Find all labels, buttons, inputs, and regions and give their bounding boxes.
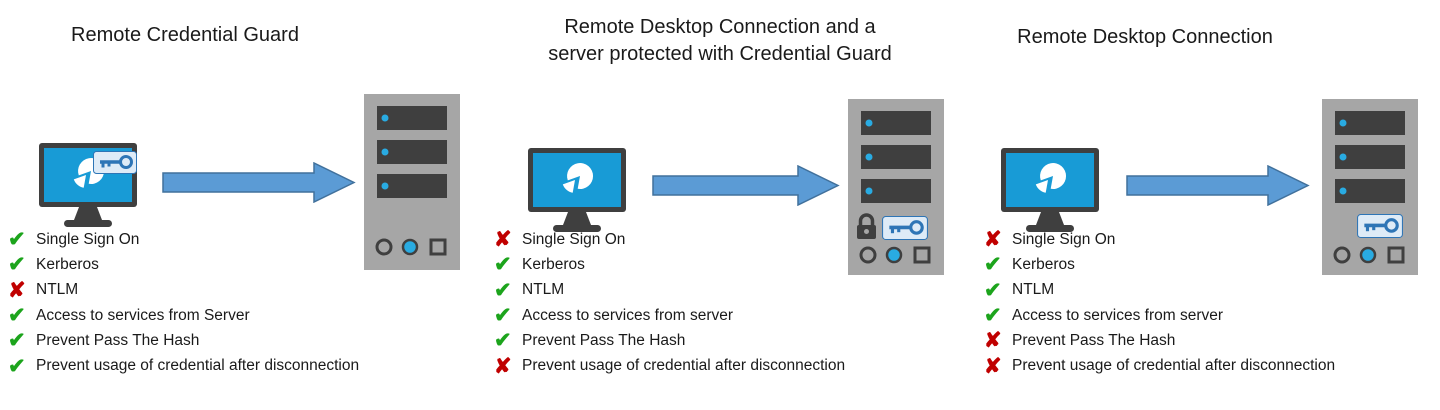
checklist-item-label: Kerberos: [36, 255, 99, 273]
status-icon: ✔: [8, 253, 26, 277]
status-icon: ✔: [494, 278, 512, 302]
checklist-item-label: Prevent usage of credential after discon…: [1012, 357, 1336, 375]
checklist-item: ✘ Single Sign On: [984, 227, 1335, 252]
checklist-item-label: Single Sign On: [522, 230, 626, 248]
checklist-item: ✘ Prevent usage of credential after disc…: [494, 353, 845, 378]
checklist-item: ✘ Prevent usage of credential after disc…: [984, 353, 1335, 378]
checklist-item-label: NTLM: [1012, 281, 1055, 299]
key-icon: [1357, 214, 1403, 238]
checklist-item-label: NTLM: [522, 281, 565, 299]
checklist-item-label: Access to services from Server: [36, 306, 250, 324]
checklist-item-label: Access to services from server: [522, 306, 734, 324]
status-icon: ✔: [494, 304, 512, 328]
server-icon: [364, 94, 460, 270]
status-icon: ✘: [494, 354, 512, 378]
checklist-item: ✘ Single Sign On: [494, 227, 845, 252]
panel-title-line: server protected with Credential Guard: [548, 43, 892, 65]
checklist-item-label: Kerberos: [522, 255, 585, 273]
checklist-item: ✔ Access to services from server: [494, 303, 845, 328]
checklist-item: ✔ Kerberos: [494, 252, 845, 277]
checklist-item-label: Single Sign On: [36, 230, 140, 248]
client-computer-icon: [1001, 148, 1099, 232]
lock-icon: [857, 213, 876, 239]
server-icon: [1322, 99, 1418, 275]
checklist-item: ✔ Kerberos: [8, 252, 359, 277]
panel-title-line: Remote Desktop Connection: [1017, 26, 1273, 48]
checklist-item-label: Single Sign On: [1012, 230, 1116, 248]
panel-title: Remote Desktop Connection: [965, 24, 1325, 51]
status-icon: ✔: [8, 354, 26, 378]
checklist-item: ✘ Prevent Pass The Hash: [984, 328, 1335, 353]
checklist-item: ✔ NTLM: [494, 278, 845, 303]
connection-arrow-icon: [1126, 165, 1310, 206]
status-icon: ✔: [8, 228, 26, 252]
server-icon: [848, 99, 944, 275]
status-icon: ✘: [494, 228, 512, 252]
checklist-item: ✘ NTLM: [8, 278, 359, 303]
key-icon: [882, 216, 928, 240]
checklist-item: ✔ Access to services from Server: [8, 303, 359, 328]
checklist-item-label: Access to services from server: [1012, 306, 1224, 324]
checklist-item-label: Kerberos: [1012, 255, 1075, 273]
checklist-item-label: Prevent Pass The Hash: [522, 331, 686, 349]
status-icon: ✘: [984, 354, 1002, 378]
checklist-item: ✔ Access to services from server: [984, 303, 1335, 328]
checklist-item: ✔ Kerberos: [984, 252, 1335, 277]
status-icon: ✔: [984, 278, 1002, 302]
checklist-item-label: Prevent Pass The Hash: [1012, 331, 1176, 349]
status-icon: ✘: [8, 278, 26, 302]
checklist-item-label: Prevent usage of credential after discon…: [36, 357, 360, 375]
panel-title: Remote Credential Guard: [20, 22, 350, 49]
status-icon: ✘: [984, 228, 1002, 252]
client-computer-icon: [528, 148, 626, 232]
checklist-item: ✔ Single Sign On: [8, 227, 359, 252]
feature-checklist: ✘ Single Sign On ✔ Kerberos ✔ NTLM ✔ Acc…: [494, 227, 845, 379]
status-icon: ✔: [984, 253, 1002, 277]
checklist-item: ✔ Prevent usage of credential after disc…: [8, 353, 359, 378]
status-icon: ✔: [8, 304, 26, 328]
checklist-item-label: NTLM: [36, 281, 79, 299]
panel-title: Remote Desktop Connection and a server p…: [490, 14, 950, 68]
connection-arrow-icon: [652, 165, 840, 206]
status-icon: ✔: [494, 329, 512, 353]
checklist-item: ✔ Prevent Pass The Hash: [8, 328, 359, 353]
status-icon: ✔: [494, 253, 512, 277]
feature-checklist: ✔ Single Sign On ✔ Kerberos ✘ NTLM ✔ Acc…: [8, 227, 359, 379]
panel-title-line: Remote Desktop Connection and a: [564, 16, 876, 38]
checklist-item-label: Prevent Pass The Hash: [36, 331, 200, 349]
status-icon: ✘: [984, 329, 1002, 353]
status-icon: ✔: [984, 304, 1002, 328]
checklist-item: ✔ NTLM: [984, 278, 1335, 303]
feature-checklist: ✘ Single Sign On ✔ Kerberos ✔ NTLM ✔ Acc…: [984, 227, 1335, 379]
connection-arrow-icon: [162, 162, 356, 203]
key-icon: [93, 151, 137, 174]
status-icon: ✔: [8, 329, 26, 353]
panel-title-line: Remote Credential Guard: [71, 24, 299, 46]
checklist-item-label: Prevent usage of credential after discon…: [522, 357, 846, 375]
checklist-item: ✔ Prevent Pass The Hash: [494, 328, 845, 353]
